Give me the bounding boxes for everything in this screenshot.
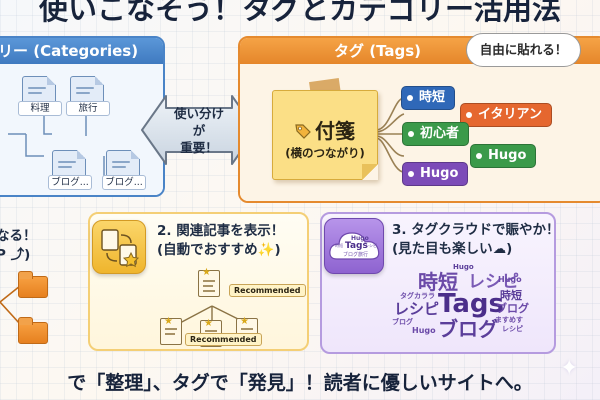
tag-chip: Hugo	[402, 162, 469, 186]
cloud-word: 時短	[418, 270, 458, 294]
star-icon: ★	[204, 318, 213, 329]
categories-panel-header: リー (Categories)	[0, 38, 163, 64]
bottom-message: で「整理」、タグで「発見」！読者に優しいサイトへ。	[67, 372, 533, 394]
related-posts-icon	[92, 220, 146, 274]
star-icon: ★	[164, 316, 173, 327]
category-doc-icon: ブログ...	[102, 150, 146, 190]
tag-icon	[295, 124, 311, 139]
cloud-word: Tags	[438, 289, 505, 319]
categories-tree: 料理 旅行 ブログ... ブログ...	[0, 64, 163, 195]
star-icon: ★	[240, 316, 249, 327]
cloud-word: ブログ	[392, 318, 413, 326]
cloud-word: Hugo	[453, 263, 474, 271]
category-doc-label: 旅行	[66, 101, 110, 116]
cloud-word: ブログ	[496, 302, 529, 315]
cloud-word: ブログ	[438, 317, 498, 341]
docs-star-icon	[101, 229, 140, 268]
feature-2-title: 2. 関連記事を表示！ (自動でおすすめ✨)	[157, 223, 285, 258]
cloud-word: レシピ	[468, 272, 519, 292]
tag-cloud: Hugo 時短 レシピ Hugo タグカララ Tags 時短 レシピ ブログ ブ…	[390, 262, 550, 347]
recommended-label: Recommended	[185, 333, 262, 346]
cloud-word: Hugo	[412, 326, 436, 335]
category-doc-icon: ブログ...	[48, 150, 92, 190]
folder-icon	[18, 317, 48, 344]
tag-cloud-icon: Hugo Tags 時短 レシピ ブログ 旅行	[324, 218, 384, 274]
tag-chip: イタリアン	[460, 103, 552, 127]
category-doc-label: ブログ...	[102, 175, 146, 190]
speech-bubble: 自由に貼れる！	[466, 33, 581, 67]
category-doc-label: ブログ...	[48, 175, 92, 190]
category-doc-icon: 旅行	[66, 76, 110, 116]
folder-icon	[18, 271, 48, 298]
post-doc-icon	[160, 318, 182, 345]
page-title: 使いこなそう！タグとカテゴリー活用法	[38, 0, 561, 26]
categories-panel: リー (Categories) 料理 旅行 ブログ... ブログ...	[0, 36, 165, 197]
cloud-word: レシピ	[394, 300, 440, 318]
star-icon: ★	[202, 267, 211, 278]
cloud-word: 時短	[500, 289, 522, 302]
tag-chip: 初心者	[402, 122, 470, 146]
folder-branch-lines	[0, 285, 21, 325]
recommended-label: Recommended	[229, 284, 306, 297]
cloud-word: ますめす	[495, 316, 523, 324]
double-arrow-label: 使い分けが 重要！	[173, 106, 224, 155]
feature-1-title: なる！ P ⤴)	[0, 228, 37, 263]
feature-3-title: 3. タグクラウドで賑やか！ (見た目も楽しい☁)	[392, 222, 560, 257]
sticky-note: 付箋 (横のつながり)	[272, 90, 378, 180]
category-doc-icon: 料理	[18, 76, 62, 116]
cloud-icon	[329, 232, 380, 260]
cloud-word: レシピ	[502, 325, 523, 333]
sticky-note-title: 付箋	[273, 115, 377, 144]
tag-chip: Hugo	[470, 144, 537, 168]
tag-chip: 時短	[401, 86, 456, 110]
category-doc-label: 料理	[18, 101, 62, 116]
cloud-word: Hugo	[498, 275, 522, 284]
sticky-note-subtitle: (横のつながり)	[285, 146, 365, 160]
sparkle-icon: ✦	[560, 356, 579, 381]
post-doc-icon	[198, 270, 220, 297]
cloud-word: タグカララ	[400, 292, 435, 300]
